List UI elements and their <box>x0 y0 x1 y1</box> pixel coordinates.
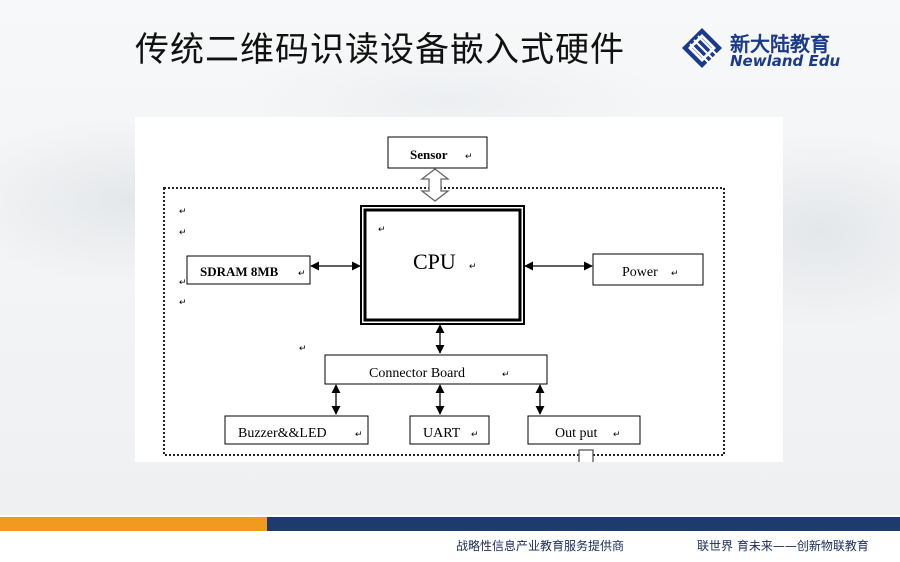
uart-label: UART <box>423 426 461 441</box>
connector-board-label: Connector Board <box>369 366 465 381</box>
cpu-label: CPU <box>413 249 456 274</box>
return-mark: ↵ <box>671 268 679 278</box>
system-boundary <box>163 187 725 456</box>
output-block: Out put ↵ <box>527 415 641 445</box>
newland-diamond-logo-icon <box>682 28 722 68</box>
uart-block: UART ↵ <box>409 415 490 445</box>
diagram-panel: Sensor ↵ CPU ↵ ↵ SDRAM 8MB ↵ Power ↵ ↵ <box>135 117 783 462</box>
return-mark: ↵ <box>469 261 477 271</box>
buzzer-led-label: Buzzer&&LED <box>238 426 327 441</box>
return-mark: ↵ <box>355 429 363 439</box>
footer-slogan-right: 联世界 育未来——创新物联教育 <box>697 539 869 553</box>
return-mark: ↵ <box>502 369 510 379</box>
return-mark: ↵ <box>471 429 479 439</box>
sensor-label: Sensor <box>410 147 448 162</box>
return-mark: ↵ <box>465 151 473 161</box>
sdram-block: SDRAM 8MB ↵ <box>186 255 311 285</box>
slide-title: 传统二维码识读设备嵌入式硬件 <box>135 30 625 70</box>
output-label: Out put <box>555 426 598 441</box>
sensor-block: Sensor ↵ <box>387 136 488 169</box>
return-mark: ↵ <box>613 429 621 439</box>
buzzer-led-block: Buzzer&&LED ↵ <box>224 415 369 445</box>
power-block: Power ↵ <box>592 253 704 286</box>
return-mark: ↵ <box>378 224 386 234</box>
newland-logo: 新大陆教育 Newland Edu <box>680 26 880 74</box>
hardware-block-diagram: Sensor ↵ CPU ↵ ↵ SDRAM 8MB ↵ Power ↵ ↵ <box>163 136 725 462</box>
footer-accent-orange-bar <box>0 517 267 531</box>
connector-board-block: Connector Board ↵ <box>324 354 548 385</box>
return-mark: ↵ <box>179 297 187 307</box>
logo-english-text: Newland Edu <box>730 52 841 70</box>
return-mark: ↵ <box>299 343 307 353</box>
return-mark: ↵ <box>179 277 187 287</box>
power-label: Power <box>622 265 658 280</box>
return-mark: ↵ <box>298 268 306 278</box>
cpu-block: CPU ↵ ↵ <box>360 205 525 325</box>
output-external-arrow <box>578 449 594 462</box>
logo-chinese-text: 新大陆教育 <box>730 32 830 56</box>
footer-accent-navy-bar <box>267 517 900 531</box>
return-mark: ↵ <box>179 227 187 237</box>
sdram-label: SDRAM 8MB <box>200 264 279 279</box>
footer-slogan-left: 战略性信息产业教育服务提供商 <box>456 539 625 553</box>
sensor-cpu-double-arrow <box>420 168 450 202</box>
return-mark: ↵ <box>179 206 187 216</box>
